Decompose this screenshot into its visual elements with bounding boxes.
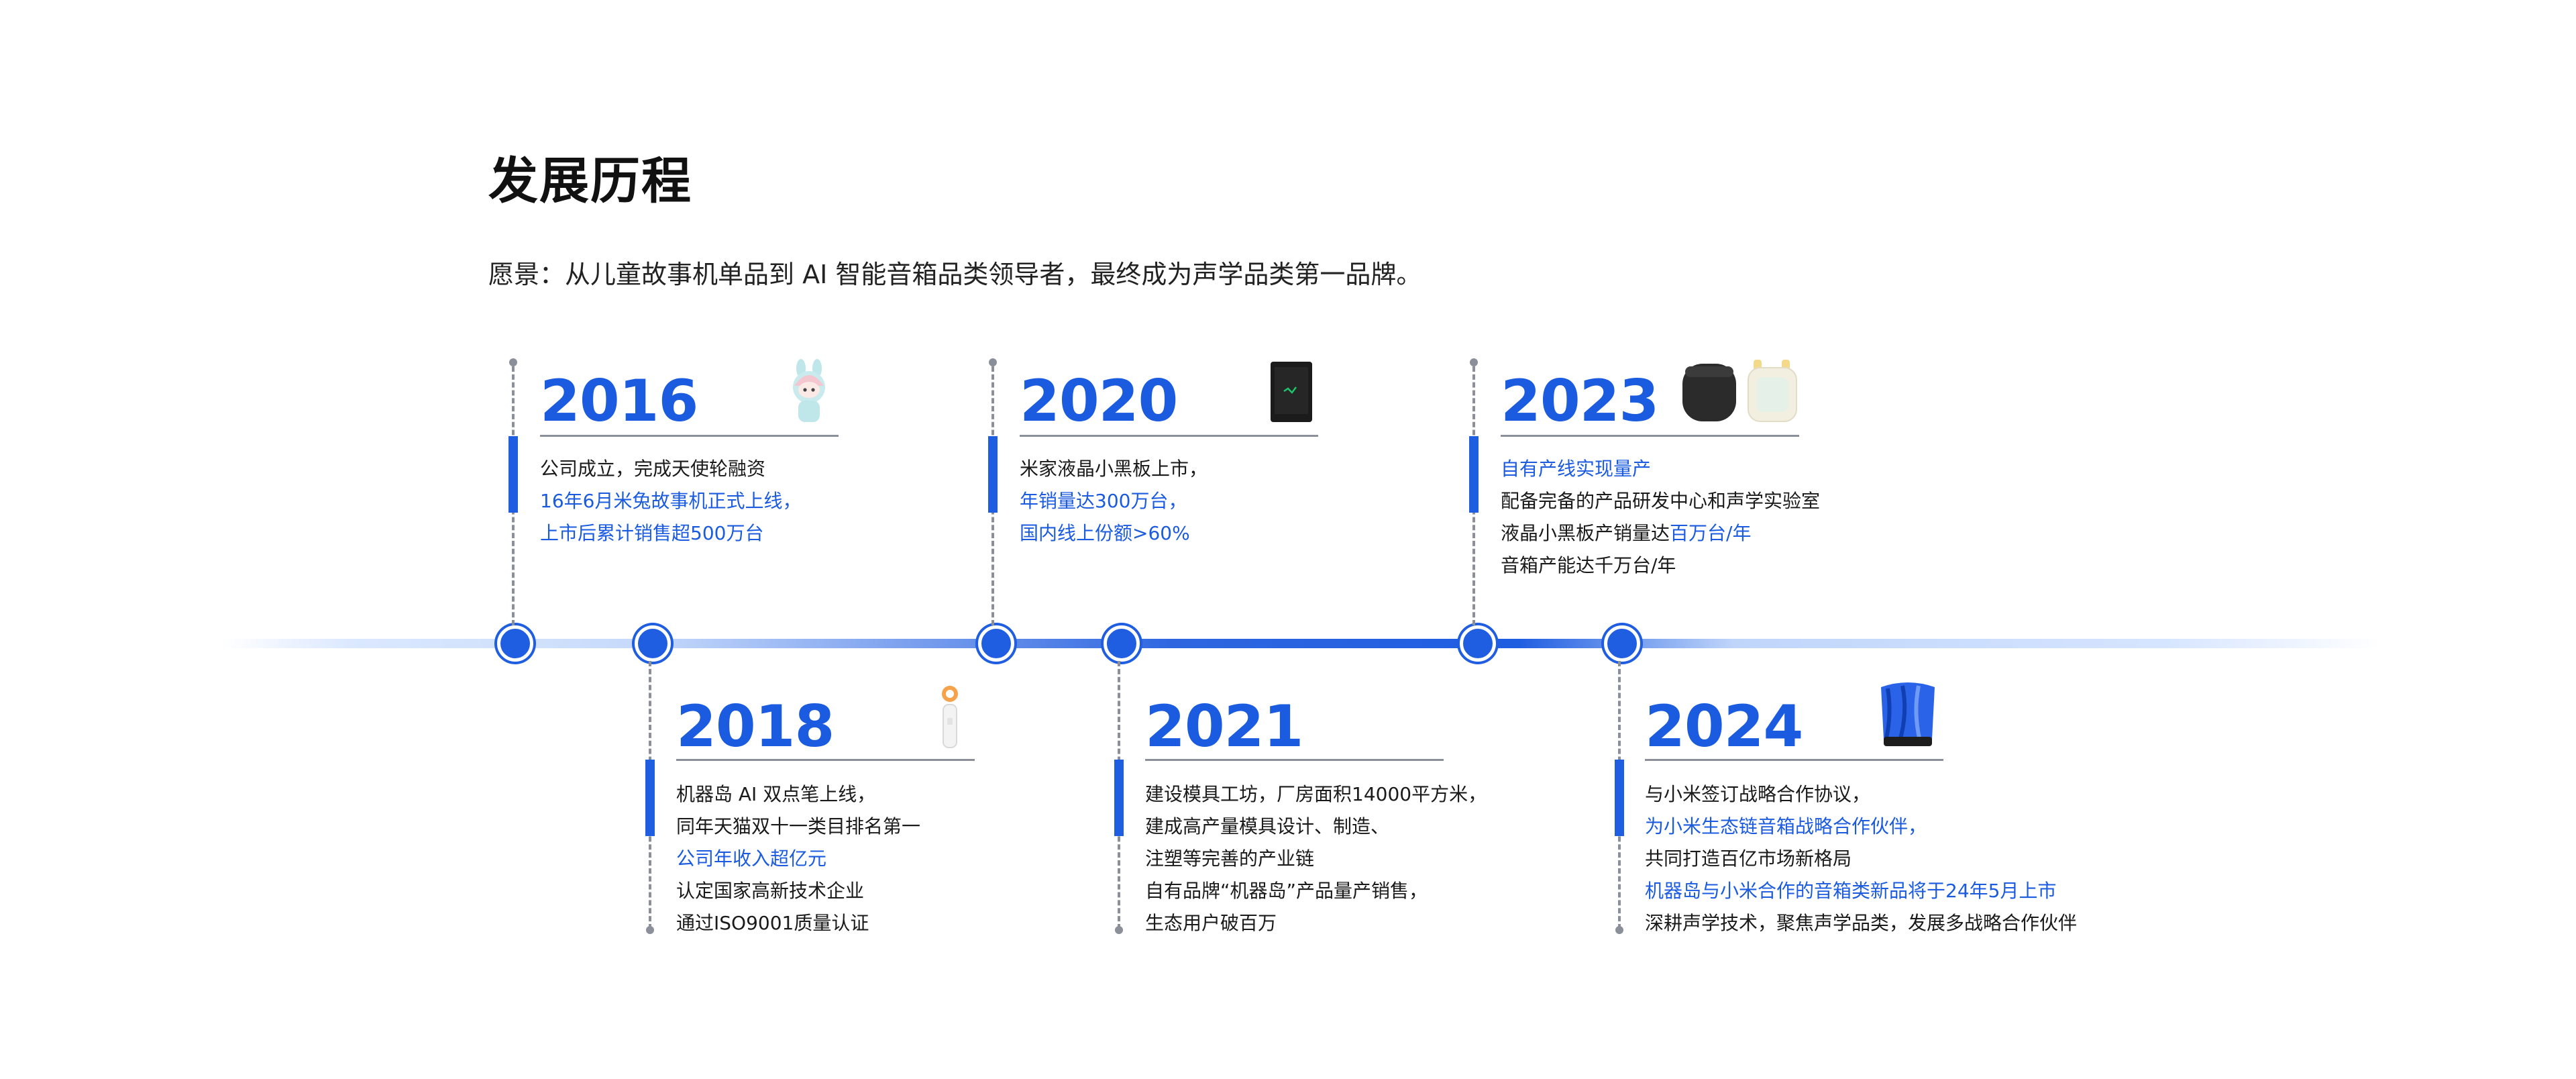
stem-cap bbox=[646, 926, 654, 934]
dual-point-pen-icon bbox=[942, 686, 958, 748]
desc-line: 机器岛 AI 双点笔上线， bbox=[676, 783, 876, 805]
stem-highlight-bar bbox=[508, 436, 518, 513]
desc-highlight: 百万台/年 bbox=[1670, 522, 1752, 544]
desc-line: 液晶小黑板产销量达百万台/年 bbox=[1501, 517, 1820, 550]
year-label: 2016 bbox=[540, 368, 698, 435]
year-label: 2023 bbox=[1501, 368, 1659, 435]
year-label: 2020 bbox=[1020, 368, 1178, 435]
stem-highlight-bar bbox=[645, 760, 655, 836]
axis-dot-2023 bbox=[1460, 625, 1496, 662]
desc-line: 年销量达300万台， bbox=[1020, 490, 1187, 512]
desc-line: 上市后累计销售超500万台 bbox=[540, 522, 764, 544]
axis-dot-2020 bbox=[978, 625, 1014, 662]
milestone-description: 建设模具工坊，厂房面积14000平方米， 建成高产量模具设计、制造、 注塑等完善… bbox=[1145, 778, 1487, 939]
milestone-description: 公司成立，完成天使轮融资 16年6月米兔故事机正式上线， 上市后累计销售超500… bbox=[540, 453, 801, 550]
desc-line: 国内线上份额>60% bbox=[1020, 522, 1190, 544]
year-label: 2021 bbox=[1145, 693, 1303, 760]
desc-line: 同年天猫双十一类目排名第一 bbox=[676, 815, 921, 837]
desc-line: 深耕声学技术，聚焦声学品类，发展多战略合作伙伴 bbox=[1645, 912, 2078, 934]
desc-line: 通过ISO9001质量认证 bbox=[676, 912, 869, 934]
desc-line: 16年6月米兔故事机正式上线， bbox=[540, 490, 802, 512]
axis-dot-2024 bbox=[1604, 625, 1640, 662]
desc-line: 认定国家高新技术企业 bbox=[676, 880, 865, 902]
year-underline bbox=[1645, 759, 1943, 761]
milestone-description: 米家液晶小黑板上市， 年销量达300万台， 国内线上份额>60% bbox=[1020, 453, 1208, 550]
milestone-description: 自有产线实现量产 配备完备的产品研发中心和声学实验室 液晶小黑板产销量达百万台/… bbox=[1501, 453, 1820, 582]
desc-line: 公司成立，完成天使轮融资 bbox=[540, 458, 766, 480]
desc-line: 音箱产能达千万台/年 bbox=[1501, 554, 1676, 576]
desc-line: 生态用户破百万 bbox=[1145, 912, 1277, 934]
desc-line: 为小米生态链音箱战略合作伙伴， bbox=[1645, 815, 1927, 837]
axis-dot-2018 bbox=[635, 625, 671, 662]
desc-line: 公司年收入超亿元 bbox=[676, 847, 827, 870]
speaker-products-icon bbox=[1682, 360, 1797, 422]
stem-highlight-bar bbox=[1615, 760, 1624, 836]
stem-cap bbox=[1470, 358, 1478, 366]
stem-cap bbox=[1115, 926, 1123, 934]
axis-dot-2021 bbox=[1104, 625, 1140, 662]
desc-line: 自有产线实现量产 bbox=[1501, 458, 1652, 480]
year-label: 2018 bbox=[676, 693, 835, 760]
blue-speaker-icon bbox=[1881, 682, 1935, 746]
rabbit-story-machine-icon bbox=[793, 359, 825, 422]
desc-line: 自有品牌“机器岛”产品量产销售， bbox=[1145, 880, 1428, 902]
desc-line: 与小米签订战略合作协议， bbox=[1645, 783, 1871, 805]
desc-line: 共同打造百亿市场新格局 bbox=[1645, 847, 1852, 870]
stem-highlight-bar bbox=[1114, 760, 1124, 836]
desc-line: 注塑等完善的产业链 bbox=[1145, 847, 1315, 870]
milestone-description: 与小米签订战略合作协议， 为小米生态链音箱战略合作伙伴， 共同打造百亿市场新格局… bbox=[1645, 778, 2077, 939]
year-underline bbox=[1501, 435, 1799, 437]
year-underline bbox=[540, 435, 839, 437]
timeline-axis bbox=[221, 639, 2381, 648]
stem-highlight-bar bbox=[1469, 436, 1479, 513]
stem-cap bbox=[1615, 926, 1623, 934]
year-underline bbox=[676, 759, 975, 761]
desc-line: 配备完备的产品研发中心和声学实验室 bbox=[1501, 490, 1821, 512]
axis-dot-2016 bbox=[497, 625, 533, 662]
desc-line: 米家液晶小黑板上市， bbox=[1020, 458, 1208, 480]
desc-line: 建设模具工坊，厂房面积14000平方米， bbox=[1145, 783, 1487, 805]
stem-cap bbox=[509, 358, 517, 366]
milestone-description: 机器岛 AI 双点笔上线， 同年天猫双十一类目排名第一 公司年收入超亿元 认定国… bbox=[676, 778, 920, 939]
stem-highlight-bar bbox=[988, 436, 998, 513]
desc-text: 液晶小黑板产销量达 bbox=[1501, 522, 1670, 544]
lcd-blackboard-icon bbox=[1271, 362, 1312, 422]
vision-statement: 愿景：从儿童故事机单品到 AI 智能音箱品类领导者，最终成为声学品类第一品牌。 bbox=[488, 260, 1422, 289]
year-underline bbox=[1145, 759, 1444, 761]
year-underline bbox=[1020, 435, 1318, 437]
desc-line: 机器岛与小米合作的音箱类新品将于24年5月上市 bbox=[1645, 880, 2057, 902]
desc-line: 建成高产量模具设计、制造、 bbox=[1145, 815, 1390, 837]
stem-cap bbox=[989, 358, 997, 366]
year-label: 2024 bbox=[1645, 693, 1803, 760]
page-title: 发展历程 bbox=[488, 152, 692, 210]
